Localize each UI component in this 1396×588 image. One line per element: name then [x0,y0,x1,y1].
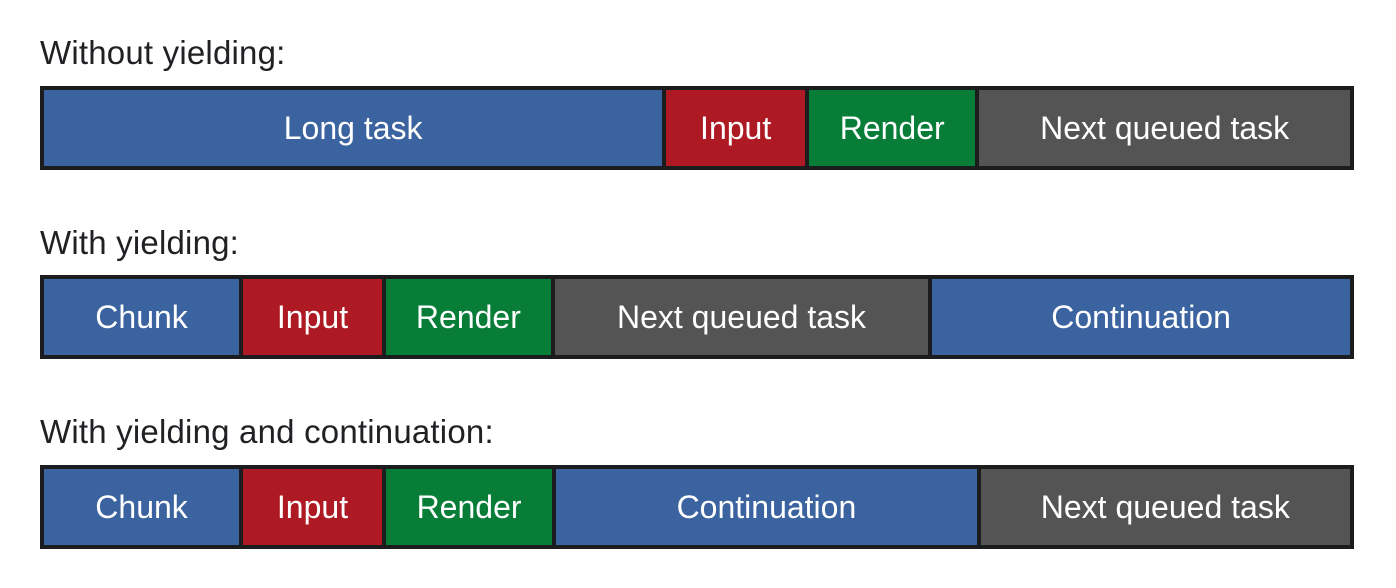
segment-input: Input [241,277,384,358]
segment-chunk: Chunk [42,466,242,547]
section-heading-with-yielding-and-continuation: With yielding and continuation: [40,413,494,451]
segment-render: Render [383,277,553,358]
section-heading-without-yielding: Without yielding: [40,34,286,71]
segment-input: Input [241,466,384,547]
segment-next-queued-task: Next queued task [552,277,931,358]
segment-next-queued-task: Next queued task [977,87,1352,168]
segment-chunk: Chunk [42,277,242,358]
segment-long-task: Long task [42,87,665,168]
segment-input: Input [664,87,808,168]
segment-next-queued-task: Next queued task [978,466,1352,547]
section-heading-with-yielding: With yielding: [40,223,240,261]
segment-continuation: Continuation [554,466,979,547]
segment-continuation: Continuation [930,277,1352,358]
segment-render: Render [807,87,978,168]
segment-render: Render [383,466,555,547]
